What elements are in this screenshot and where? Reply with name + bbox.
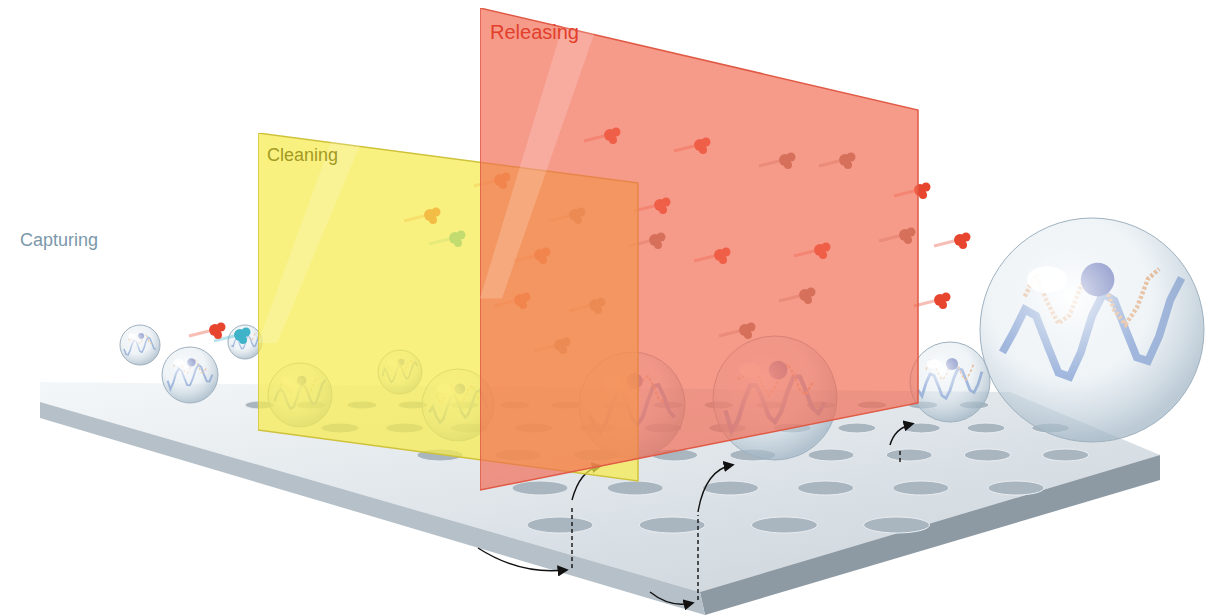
highlight (1027, 266, 1067, 293)
protein-part (959, 241, 967, 249)
well-hole (838, 423, 876, 433)
protein-part (919, 191, 927, 199)
panel-shape (480, 8, 920, 492)
well-hole (798, 481, 854, 495)
well-hole (512, 481, 568, 495)
bubble-shell (120, 325, 160, 365)
protein-part (939, 301, 947, 309)
well-hole (751, 517, 817, 533)
curved-arrow (650, 592, 692, 604)
protein-part (962, 233, 971, 242)
protein-part (242, 328, 251, 337)
droplet (980, 218, 1204, 442)
panel-fill (480, 8, 918, 490)
highlight (927, 359, 941, 369)
well-hole (702, 481, 758, 495)
highlight (128, 334, 135, 339)
dashed-path (571, 505, 572, 568)
protein-part (217, 323, 226, 332)
droplet (910, 342, 990, 422)
droplet (228, 325, 262, 359)
panel-shine (480, 8, 603, 298)
protein-part (942, 293, 951, 302)
protein-part (922, 183, 931, 192)
bubble-shell (228, 325, 262, 359)
stage-label: Capturing (20, 230, 98, 251)
protein-part (239, 336, 247, 344)
well-hole (964, 449, 1010, 461)
well-hole (639, 517, 705, 533)
slab-front (700, 455, 1160, 615)
protein (189, 323, 226, 340)
panel-title: Releasing (490, 21, 920, 44)
motion-trail (189, 331, 209, 336)
curved-arrow (698, 465, 732, 512)
motion-trail (934, 241, 954, 246)
dashed-path (697, 515, 698, 600)
well-hole (607, 481, 663, 495)
process-panel: Releasing (480, 8, 920, 492)
well-hole (808, 449, 854, 461)
well-hole (864, 517, 930, 533)
bubble-shell (980, 218, 1204, 442)
curved-arrow (890, 424, 912, 445)
bubble-shell (162, 347, 218, 403)
well-hole (886, 449, 932, 461)
highlight (174, 359, 184, 366)
well-hole (527, 517, 593, 533)
droplet (162, 347, 218, 403)
dashed-path (899, 450, 900, 462)
protein (934, 233, 971, 250)
droplet (120, 325, 160, 365)
protein (914, 293, 951, 310)
well-hole (893, 481, 949, 495)
well-hole (1043, 449, 1089, 461)
protein-part (214, 331, 222, 339)
well-hole (967, 423, 1005, 433)
curved-arrow (478, 548, 566, 571)
bubble-shell (910, 342, 990, 422)
well-hole (988, 481, 1044, 495)
